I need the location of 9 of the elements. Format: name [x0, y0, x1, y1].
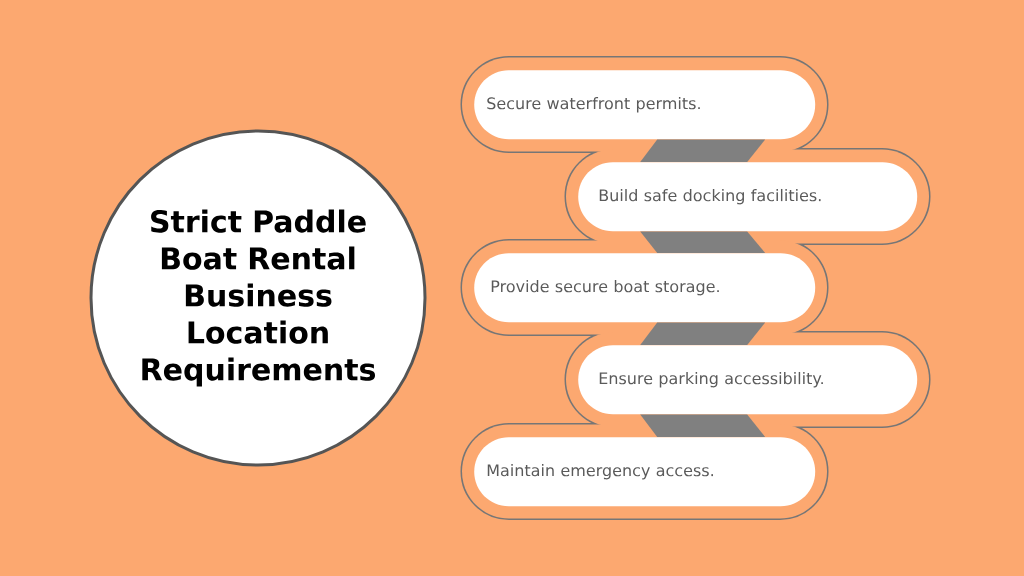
pill-box: Maintain emergency access.	[474, 437, 816, 507]
pill-box: Secure waterfront permits.	[474, 70, 816, 140]
connector-band	[640, 139, 766, 162]
pill-box: Ensure parking accessibility.	[578, 345, 918, 415]
pill-box: Provide secure boat storage.	[474, 253, 816, 323]
connector-band	[640, 231, 766, 253]
connector-band	[640, 414, 766, 437]
connector-band	[640, 322, 766, 345]
pill-box: Build safe docking facilities.	[578, 162, 918, 232]
